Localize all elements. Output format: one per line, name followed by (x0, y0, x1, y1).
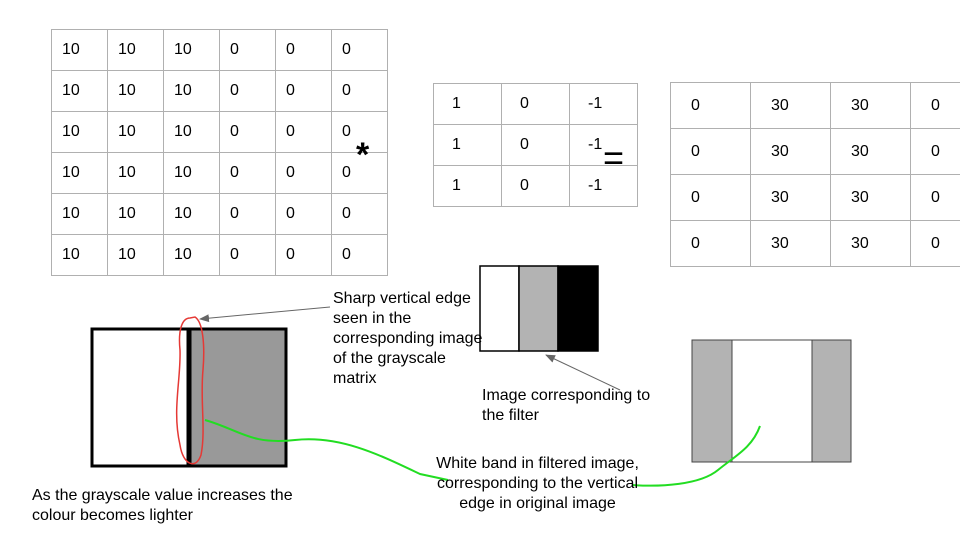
filter-image (479, 265, 599, 352)
output-matrix-cell: 0 (670, 174, 751, 221)
filter-image-black-band (557, 265, 599, 352)
filter-matrix-cell: -1 (569, 83, 638, 125)
filtered-image (691, 339, 852, 463)
input-matrix-cell: 0 (219, 29, 276, 71)
output-matrix-cell: 30 (750, 220, 831, 267)
output-matrix-cell: 30 (830, 82, 911, 129)
output-matrix-cell: 30 (830, 220, 911, 267)
input-matrix-cell: 10 (51, 29, 108, 71)
output-matrix-cell: 0 (910, 174, 960, 221)
filter-matrix-cell: -1 (569, 124, 638, 166)
input-matrix-cell: 10 (107, 29, 164, 71)
filter-matrix-cell: 1 (433, 165, 502, 207)
input-matrix-cell: 0 (219, 193, 276, 235)
output-matrix-cell: 0 (670, 128, 751, 175)
filter-matrix-cell: 0 (501, 165, 570, 207)
filter-matrix-cell: 1 (433, 124, 502, 166)
input-matrix-cell: 0 (275, 70, 332, 112)
input-matrix-cell: 10 (107, 234, 164, 276)
input-matrix-cell: 10 (51, 234, 108, 276)
filtered-image-left-gray-band (691, 339, 733, 463)
input-matrix-cell: 0 (331, 152, 388, 194)
original-image (90, 327, 288, 468)
filtered-image-white-band (731, 339, 813, 463)
output-matrix-cell: 0 (910, 128, 960, 175)
filter-image-label: Image corresponding to the filter (482, 387, 651, 424)
input-matrix-cell: 0 (275, 29, 332, 71)
filter-image-gray-band (518, 265, 559, 352)
input-matrix-cell: 10 (51, 193, 108, 235)
input-matrix-cell: 0 (219, 234, 276, 276)
original-image-white-region (92, 329, 188, 466)
input-matrix-cell: 10 (51, 152, 108, 194)
input-matrix-cell: 0 (331, 29, 388, 71)
band-connector-curve-left (204, 419, 449, 481)
input-matrix-cell: 0 (331, 193, 388, 235)
output-matrix-cell: 30 (750, 128, 831, 175)
input-matrix-cell: 0 (219, 152, 276, 194)
edge-highlight-outline (175, 316, 205, 465)
output-matrix-cell: 0 (910, 82, 960, 129)
band-connector-curve-right (631, 425, 761, 487)
grayscale-note-label: As the grayscale value increases the col… (32, 487, 293, 524)
equals-operator: = (603, 137, 625, 178)
original-image-border (90, 327, 288, 468)
input-matrix-cell: 10 (51, 70, 108, 112)
filtered-image-right-gray-band (811, 339, 852, 463)
output-matrix-cell: 30 (830, 174, 911, 221)
sharp-edge-label: Sharp vertical edge seen in the correspo… (333, 290, 483, 387)
filter-matrix-cell: -1 (569, 165, 638, 207)
input-matrix-cell: 10 (163, 234, 220, 276)
original-image-gray-region (190, 329, 286, 466)
filter-image-white-band (479, 265, 520, 352)
input-matrix-cell: 10 (107, 111, 164, 153)
filter-matrix-cell: 1 (433, 83, 502, 125)
white-band-label: White band in filtered image, correspond… (436, 455, 639, 512)
sharp-edge-arrow (199, 306, 331, 323)
output-matrix-cell: 0 (910, 220, 960, 267)
filter-image-arrow (545, 354, 621, 391)
input-matrix-cell: 0 (331, 234, 388, 276)
convolution-operator: * (356, 136, 370, 174)
filter-matrix-cell: 0 (501, 124, 570, 166)
